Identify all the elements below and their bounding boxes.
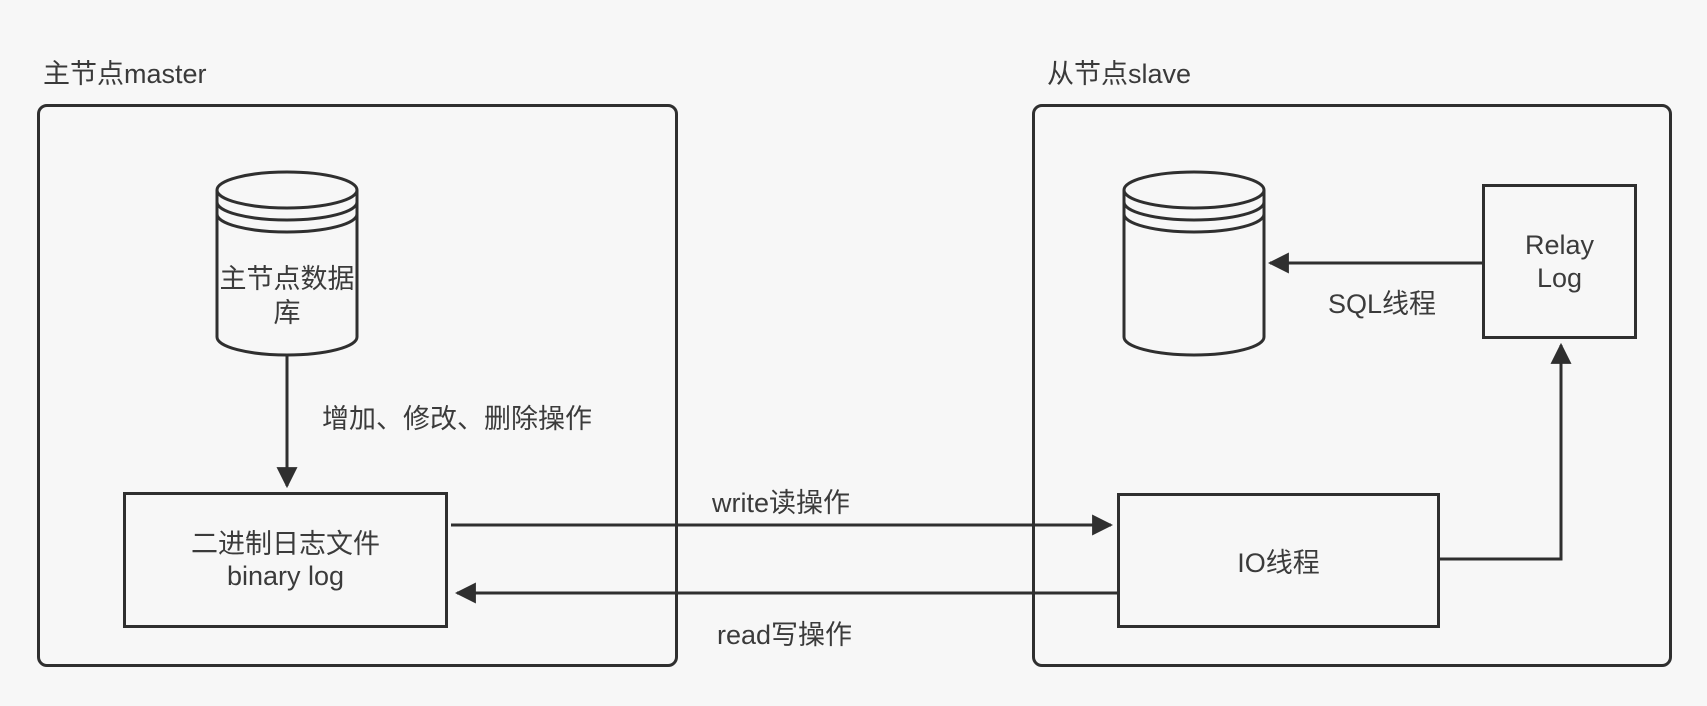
read-label: read写操作 <box>717 620 853 650</box>
slave-group-box <box>1032 104 1672 667</box>
master-title: 主节点master <box>43 59 207 89</box>
master-database-label-line2: 库 <box>273 298 301 328</box>
master-database-label-line1: 主节点数据 <box>219 264 355 294</box>
master-group-box <box>37 104 678 667</box>
io-to-relay-arrow <box>1440 342 1572 561</box>
relay-log-label-line2: Log <box>1536 262 1583 293</box>
io-thread-label: IO线程 <box>1237 548 1320 578</box>
io-thread-node: IO线程 <box>1117 493 1440 628</box>
sql-thread-label: SQL线程 <box>1328 289 1437 319</box>
write-label: write读操作 <box>712 488 851 518</box>
binary-log-label-line2: binary log <box>226 561 345 591</box>
slave-database-cylinder-icon <box>1122 170 1266 357</box>
relay-log-node: Relay Log <box>1482 184 1637 339</box>
master-database-label: 主节点数据 库 <box>217 262 357 330</box>
slave-title: 从节点slave <box>1047 59 1192 89</box>
binary-log-node: 二进制日志文件 binary log <box>123 492 448 628</box>
binary-log-label-line1: 二进制日志文件 <box>191 529 380 559</box>
relay-log-label-line1: Relay <box>1524 229 1595 260</box>
operations-label: 增加、修改、删除操作 <box>322 404 592 434</box>
master-database-cylinder-icon <box>215 170 359 357</box>
